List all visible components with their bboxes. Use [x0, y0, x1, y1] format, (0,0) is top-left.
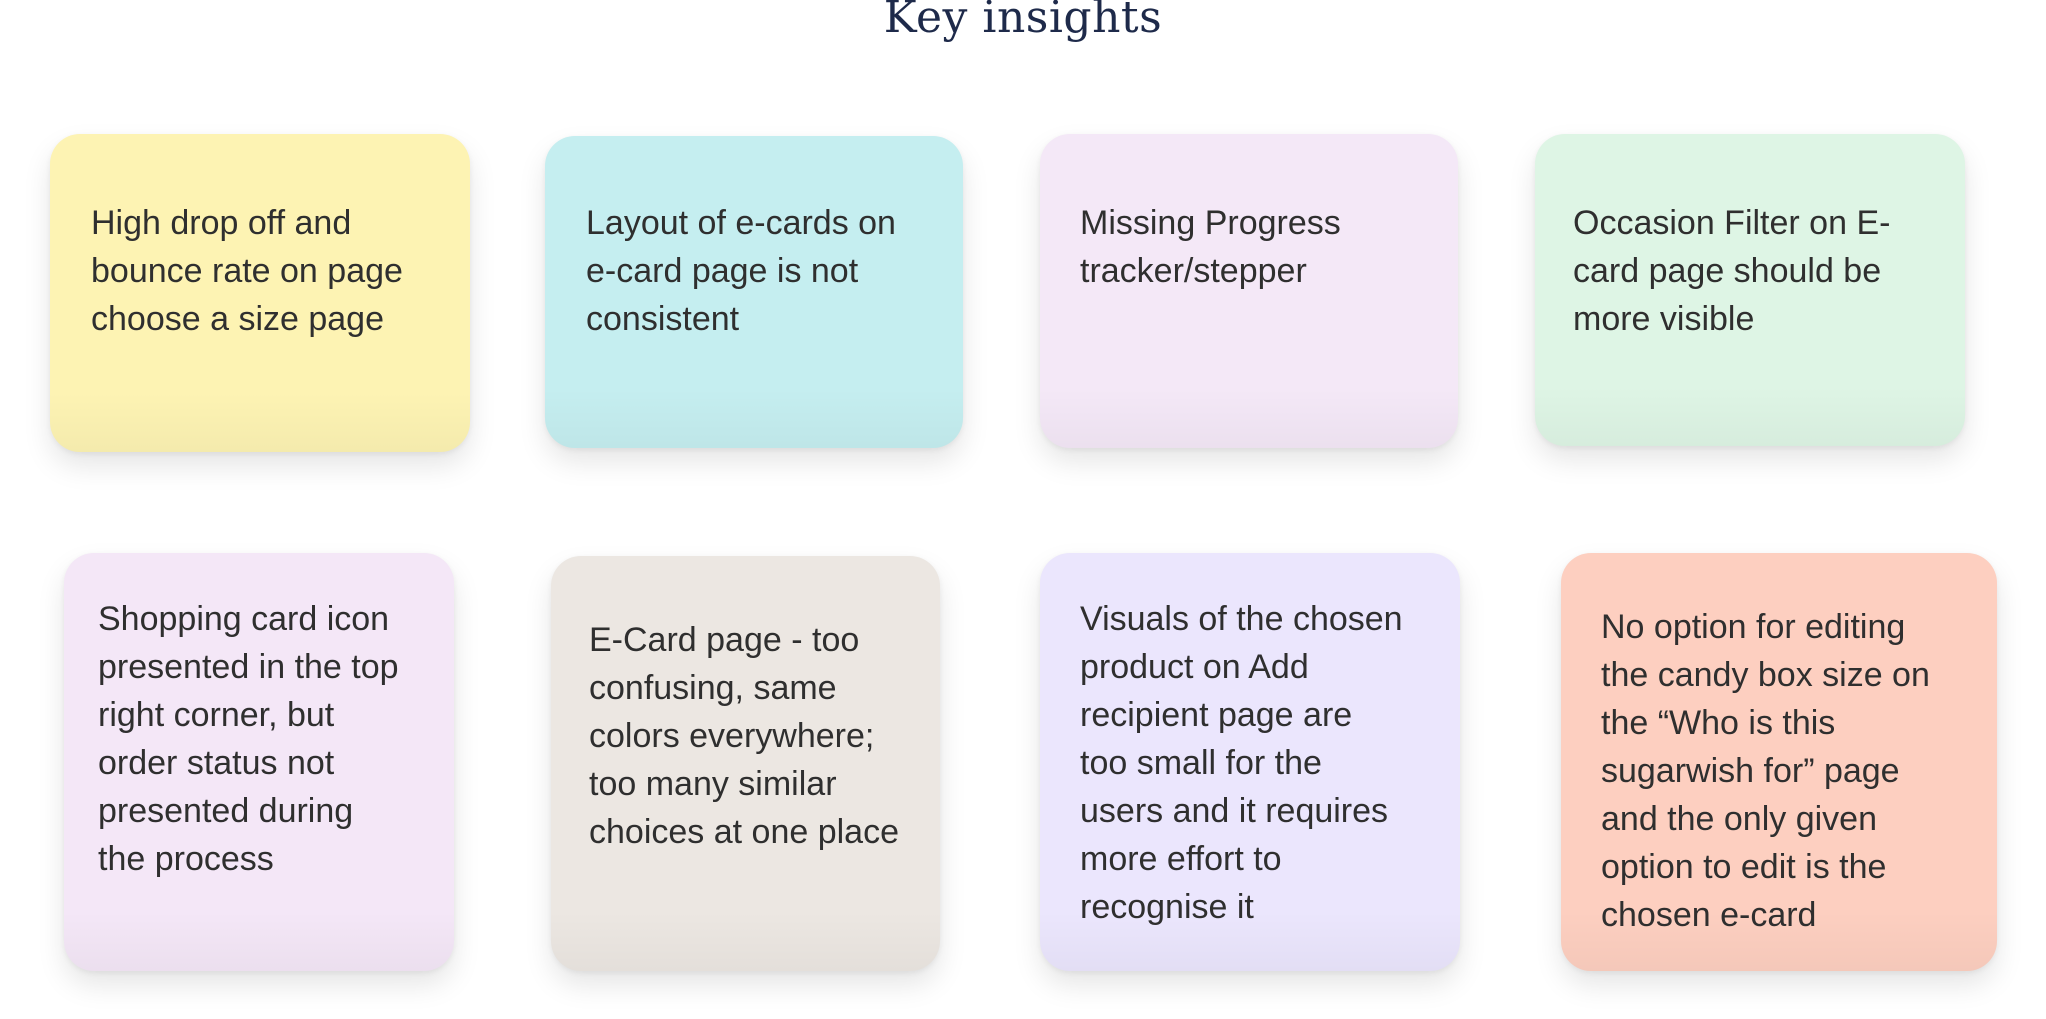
sticky-note: Missing Progress tracker/stepper — [1040, 134, 1458, 448]
note-text: No option for editing the candy box size… — [1601, 608, 1930, 934]
note-text: Missing Progress tracker/stepper — [1080, 204, 1341, 290]
page-title: Key insights — [883, 0, 1163, 43]
sticky-note: Visuals of the chosen product on Add rec… — [1040, 553, 1460, 971]
note-text: High drop off and bounce rate on page ch… — [91, 204, 403, 338]
note-text: Layout of e-cards on e-card page is not … — [586, 204, 896, 338]
sticky-note: Shopping card icon presented in the top … — [64, 553, 454, 971]
note-text: Visuals of the chosen product on Add rec… — [1080, 600, 1403, 926]
note-text: E-Card page - too confusing, same colors… — [589, 621, 899, 851]
sticky-note: Layout of e-cards on e-card page is not … — [545, 136, 963, 448]
sticky-note: No option for editing the candy box size… — [1561, 553, 1997, 971]
sticky-note: E-Card page - too confusing, same colors… — [551, 556, 940, 971]
note-text: Occasion Filter on E- card page should b… — [1573, 204, 1891, 338]
sticky-note: High drop off and bounce rate on page ch… — [50, 134, 470, 452]
note-text: Shopping card icon presented in the top … — [98, 600, 399, 878]
sticky-note: Occasion Filter on E- card page should b… — [1535, 134, 1965, 446]
